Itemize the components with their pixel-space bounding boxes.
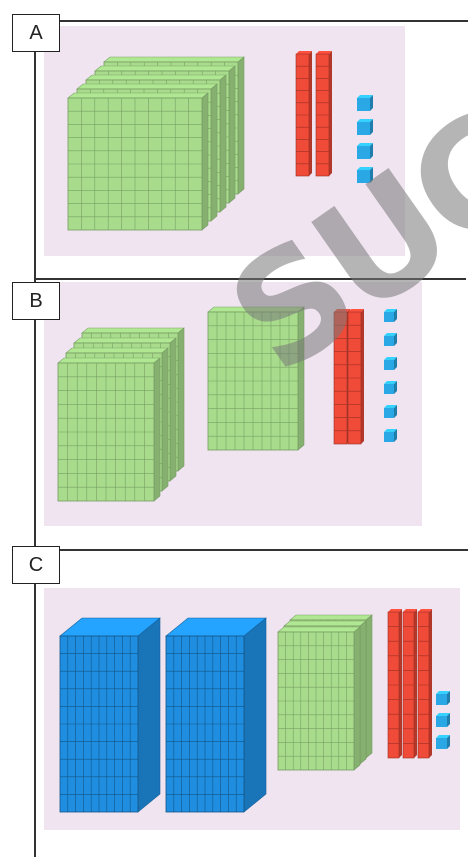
frame-top-line-a	[36, 20, 468, 22]
one-cube-b	[384, 408, 394, 418]
one-cube-b	[384, 312, 394, 322]
option-a-label[interactable]: A	[12, 14, 60, 52]
option-c-label[interactable]: C	[12, 546, 60, 584]
one-cube-c	[436, 738, 447, 749]
one-cube-b	[384, 432, 394, 442]
one-cube-c	[436, 694, 447, 705]
one-cube-b	[384, 384, 394, 394]
one-cube-b	[384, 360, 394, 370]
option-b-label[interactable]: B	[12, 282, 60, 320]
frame-vertical-line	[34, 20, 36, 857]
one-cube-c	[436, 716, 447, 727]
one-cube-a	[357, 122, 370, 135]
one-cube-a	[357, 170, 370, 183]
one-cube-a	[357, 98, 370, 111]
one-cube-a	[357, 146, 370, 159]
one-cube-b	[384, 336, 394, 346]
frame-top-line-b	[36, 278, 466, 280]
frame-top-line-c	[36, 549, 468, 551]
